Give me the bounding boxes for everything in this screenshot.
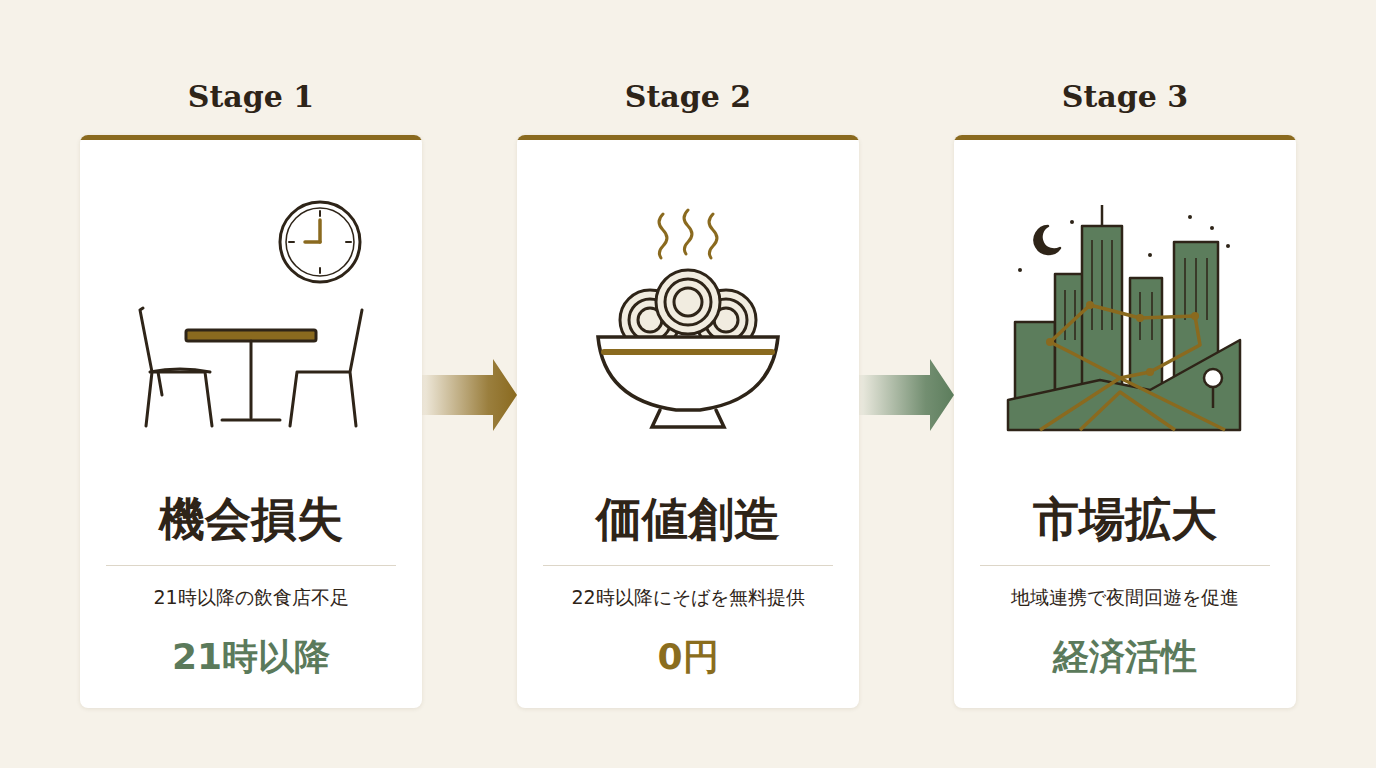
stage-card: Stage 3 市場拡大地域連携で夜間回遊を促進経済活性 [954,75,1296,708]
divider-line [543,565,833,566]
noodle-bowl-icon [598,210,778,427]
card-top-bar [80,135,422,140]
card-top-bar [517,135,859,140]
flow-arrow [422,359,517,431]
stage-value: 0円 [517,633,859,682]
stage-description: 22時以降にそばを無料提供 [517,585,859,611]
stage-title: 価値創造 [517,489,859,551]
divider-line [106,565,396,566]
flow-arrow [859,359,954,431]
stage-description: 地域連携で夜間回遊を促進 [954,585,1296,611]
stage-value: 21時以降 [80,633,422,682]
divider-line [980,565,1270,566]
stage-heading: Stage 2 [517,79,859,114]
stage-title: 機会損失 [80,489,422,551]
table-icon [140,202,362,426]
stage-heading: Stage 1 [80,79,422,114]
stage-card: Stage 1 機会損失 21時以降の飲食店不足 21時以降 [80,75,422,708]
stage-heading: Stage 3 [954,79,1296,114]
night-city-icon [1008,205,1240,430]
card-top-bar [954,135,1296,140]
stage-card: Stage 2 価値創造 22時以降にそばを無料提供 0円 [517,75,859,708]
stage-title: 市場拡大 [954,489,1296,551]
stage-description: 21時以降の飲食店不足 [80,585,422,611]
stage-value: 経済活性 [954,633,1296,682]
card-panel [517,135,859,708]
